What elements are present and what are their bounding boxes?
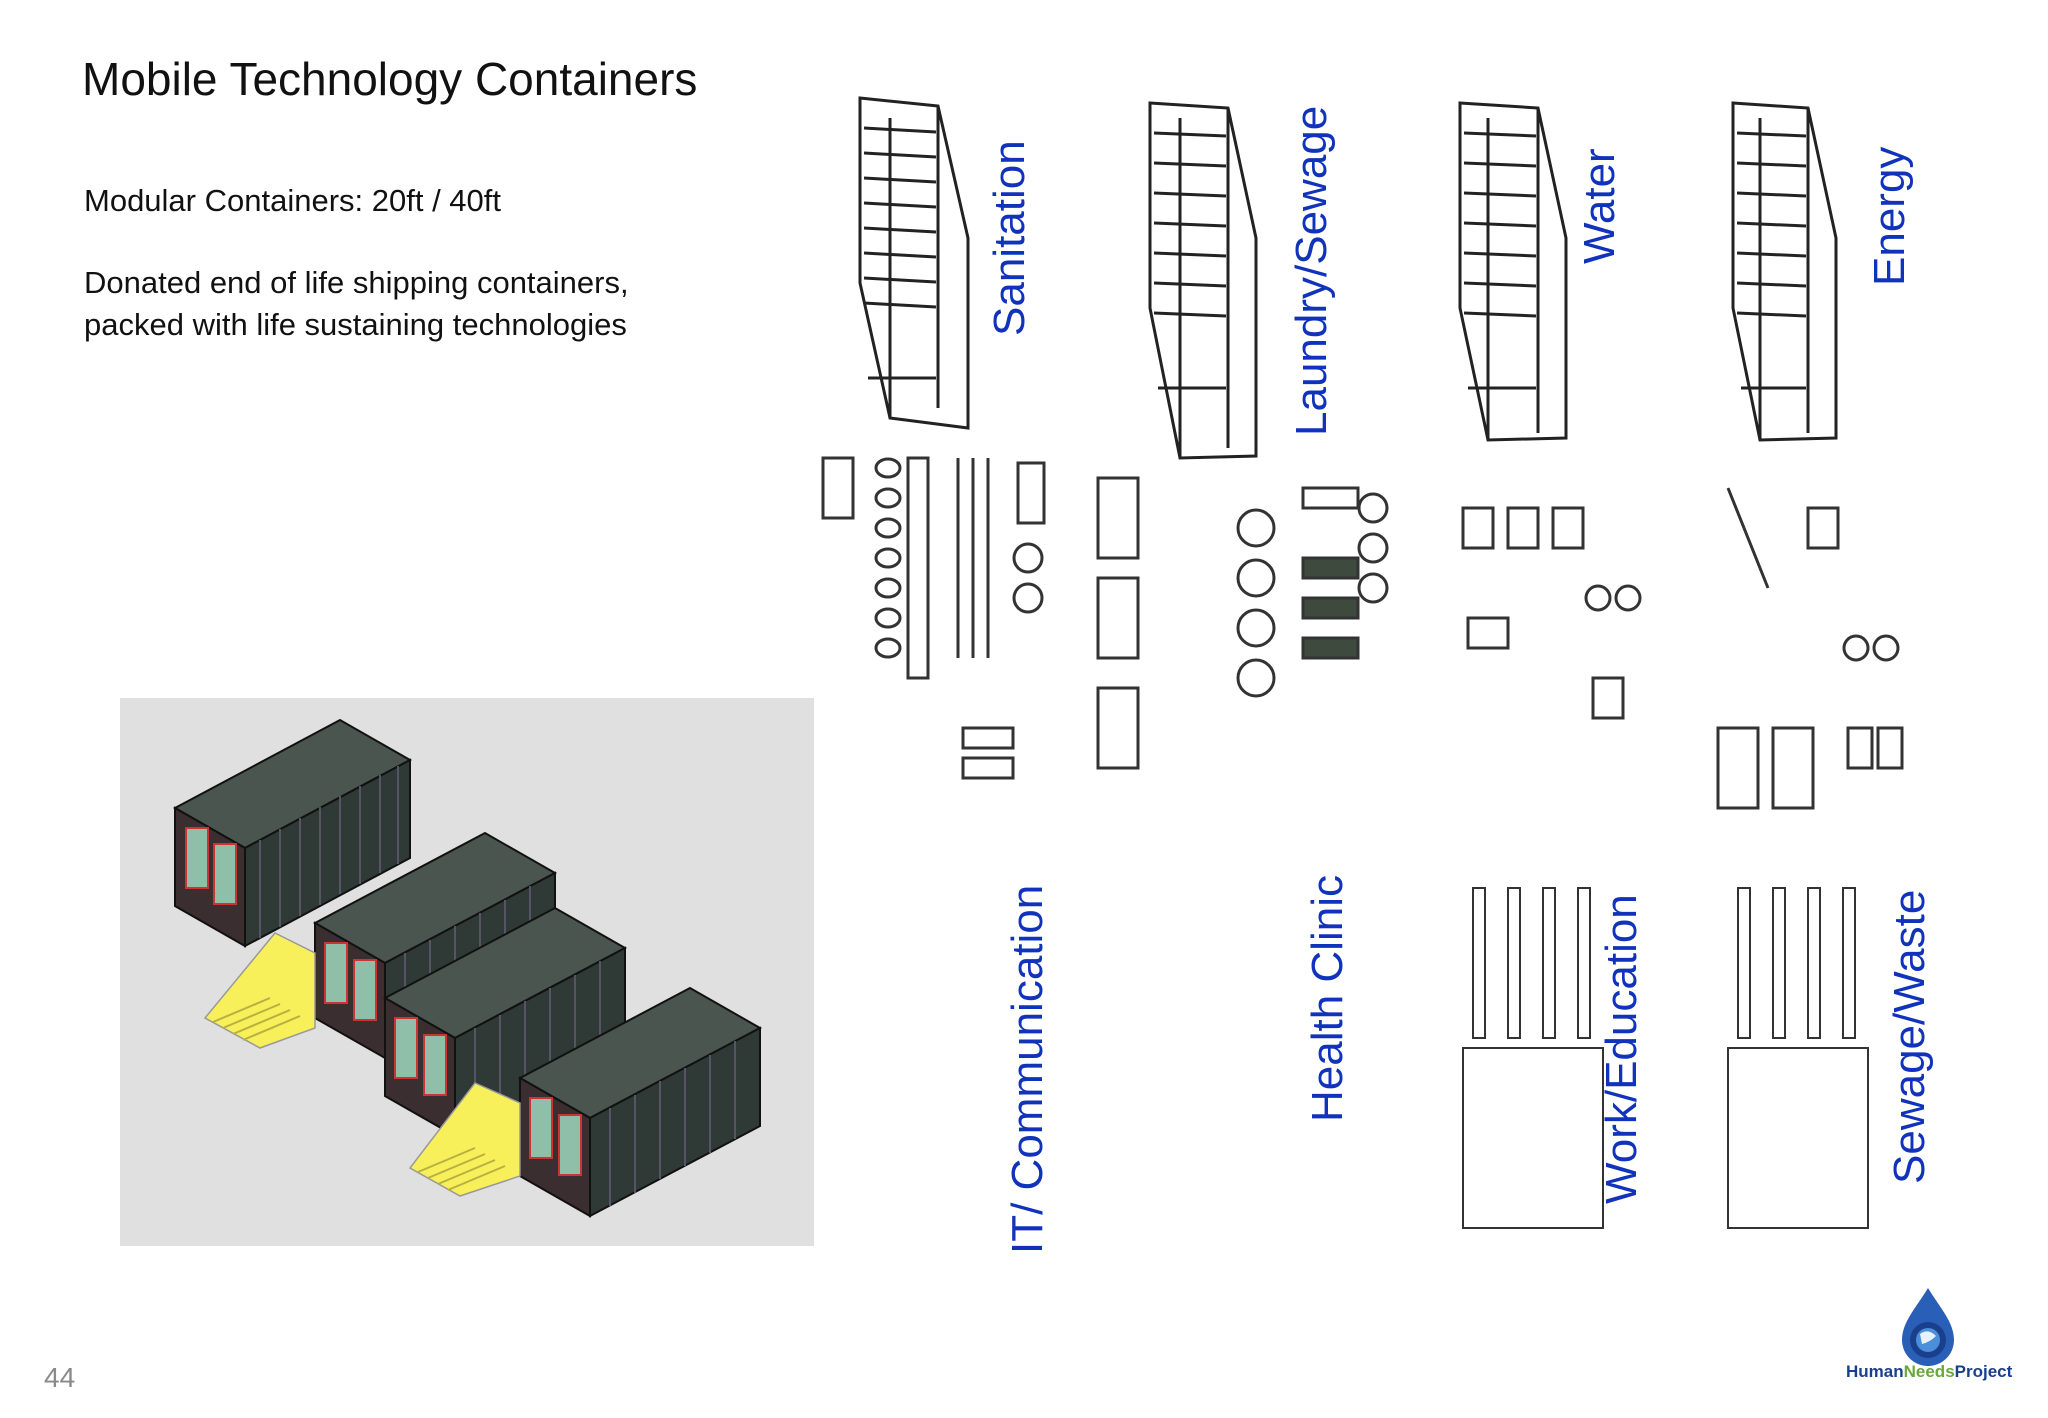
logo-text-project: Project [1954, 1362, 2013, 1381]
container-sketch-water [1458, 101, 1568, 442]
label-water: Water [1575, 148, 1624, 264]
label-sewage-waste: Sewage/Waste [1885, 889, 1934, 1184]
subtitle-modular: Modular Containers: 20ft / 40ft [84, 183, 502, 218]
container-sketch-sanitation [858, 96, 970, 430]
container-render-drawing [172, 718, 763, 1218]
slide-title: Mobile Technology Containers [82, 53, 698, 105]
description-line-2: packed with life sustaining technologies [84, 307, 627, 342]
yellow-stairs-right [408, 1082, 521, 1197]
equipment-sketches [821, 456, 1904, 810]
container-back-left [172, 718, 413, 948]
sketch-drawing [821, 96, 1904, 1229]
label-sanitation: Sanitation [985, 140, 1034, 336]
page-number: 44 [44, 1362, 76, 1393]
container-front-right [517, 986, 763, 1218]
container-sketches [808, 88, 1938, 1248]
logo-text: HumanNeedsProject [1846, 1362, 2012, 1382]
small-container-sketches [1462, 887, 1869, 1229]
yellow-stairs-left [203, 932, 316, 1049]
description: Donated end of life shipping containers,… [84, 262, 629, 346]
description-line-1: Donated end of life shipping containers, [84, 265, 629, 300]
label-energy: Energy [1865, 146, 1914, 286]
container-sketch-energy [1731, 101, 1838, 442]
human-needs-project-logo [1902, 1288, 1954, 1366]
label-laundry-sewage: Laundry/Sewage [1287, 105, 1336, 436]
label-health-clinic: Health Clinic [1303, 875, 1352, 1122]
container-render-image [120, 698, 814, 1246]
logo-text-needs: Needs [1903, 1362, 1955, 1381]
label-work-education: Work/Education [1597, 894, 1646, 1204]
label-it-communication: IT/ Communication [1003, 884, 1052, 1254]
container-sketch-laundry [1148, 101, 1258, 460]
logo-text-human: Human [1846, 1362, 1904, 1381]
